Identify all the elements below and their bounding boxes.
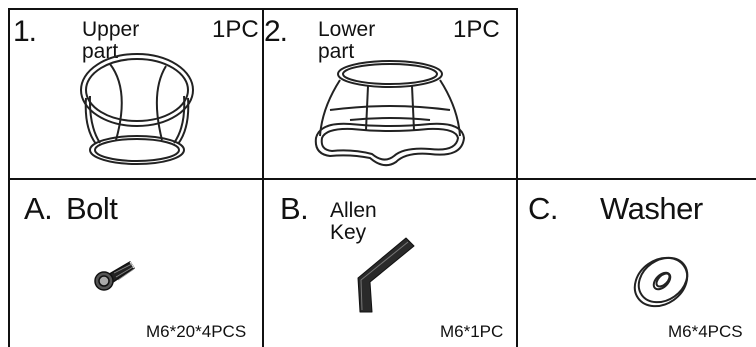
divider-vertical-1 [262,8,264,347]
upper-part-drawing [80,53,194,165]
hardware-spec: M6*20*4PCS [146,322,247,341]
part-name: Upper part [82,18,140,63]
hardware-spec: M6*1PC [440,322,504,341]
bolt-icon [94,260,136,291]
hardware-letter: C. [528,191,559,226]
part-quantity: 1PC [212,16,259,43]
part-quantity: 1PC [453,16,500,43]
frame-left-border [8,8,10,347]
hardware-letter: A. [24,191,53,226]
divider-horizontal [8,178,756,180]
part-number: 1. [13,15,37,48]
hardware-letter: B. [280,191,309,226]
lower-part-drawing [314,60,466,167]
hardware-name: Bolt [66,191,118,226]
divider-vertical-2 [516,8,518,347]
part-name: Lower part [318,18,376,63]
hardware-name: Washer [600,191,703,226]
hardware-name: Allen Key [330,199,377,244]
hardware-spec: M6*4PCS [668,322,743,341]
washer-icon [633,256,689,308]
part-number: 2. [264,15,288,48]
allen-key-icon [357,237,415,313]
